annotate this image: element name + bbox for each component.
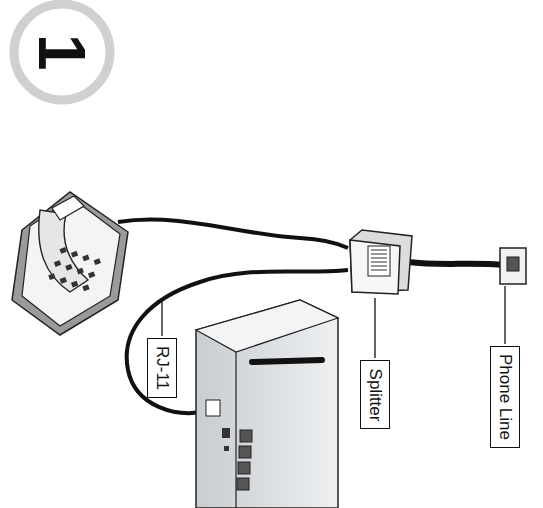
- part-label: RJ-11: [152, 346, 172, 390]
- step-number: 1: [24, 34, 100, 71]
- telephone: [12, 192, 128, 335]
- phone-line-cable: [408, 262, 506, 265]
- splitter: [350, 230, 412, 294]
- label-box: RJ-11: [147, 338, 177, 398]
- label-box: Phone Line: [490, 346, 520, 448]
- part-label: Phone Line: [495, 354, 515, 440]
- label-box: Splitter: [360, 360, 390, 429]
- router: [196, 300, 338, 508]
- step-circle: 1: [8, 0, 116, 106]
- phone-cord: [118, 219, 348, 248]
- leader-lines: [162, 286, 505, 358]
- wall-jack: [500, 248, 526, 284]
- part-label: Splitter: [365, 368, 385, 421]
